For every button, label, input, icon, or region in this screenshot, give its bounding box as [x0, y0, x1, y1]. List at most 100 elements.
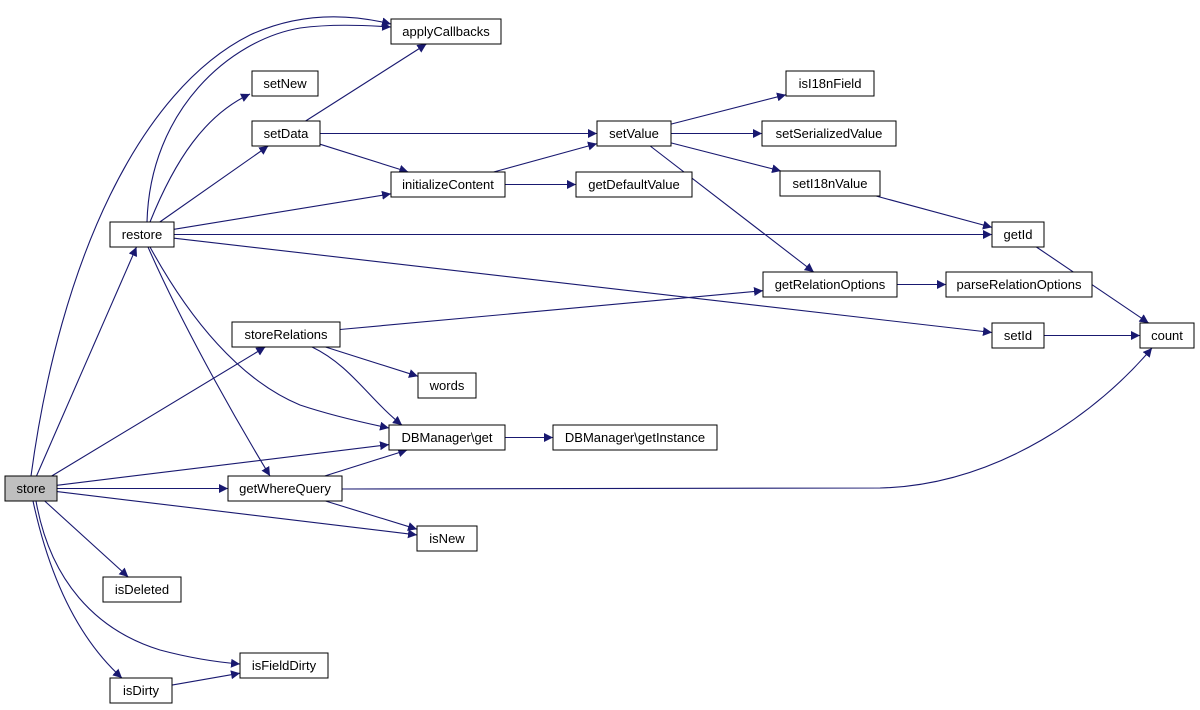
node-label-getRelationOptions: getRelationOptions — [775, 277, 886, 292]
node-isDirty[interactable]: isDirty — [109, 677, 173, 704]
edge-restore-to-setData — [159, 145, 269, 223]
node-box-getWhereQuery[interactable] — [227, 475, 343, 502]
nodes: store restore applyCallbacks setNew setData i… — [4, 18, 1195, 704]
edge-store-to-isNew — [56, 491, 418, 539]
node-label-setData: setData — [264, 126, 310, 141]
node-label-restore: restore — [122, 227, 162, 242]
edge-store-to-restore — [35, 246, 138, 477]
node-label-dbGet: DBManager\get — [401, 430, 492, 445]
node-label-parseRelationOptions: parseRelationOptions — [956, 277, 1082, 292]
node-box-dbGetInstance[interactable] — [552, 424, 718, 451]
node-restore[interactable]: restore — [109, 221, 175, 248]
edge-restore-to-dbGet — [149, 246, 390, 431]
edge-getWhereQuery-to-count — [341, 347, 1153, 490]
node-box-store[interactable] — [4, 475, 58, 502]
node-box-getDefaultValue[interactable] — [575, 171, 693, 198]
node-label-storeRelations: storeRelations — [244, 327, 328, 342]
node-label-isI18nField: isI18nField — [799, 76, 862, 91]
node-isFieldDirty[interactable]: isFieldDirty — [239, 652, 329, 679]
node-label-getWhereQuery: getWhereQuery — [239, 481, 331, 496]
node-getId[interactable]: getId — [991, 221, 1045, 248]
node-box-setSerializedValue[interactable] — [761, 120, 897, 147]
edge-restore-to-getWhereQuery — [147, 246, 271, 477]
node-parseRelationOptions[interactable]: parseRelationOptions — [945, 271, 1093, 298]
node-label-store: store — [17, 481, 46, 496]
node-label-applyCallbacks: applyCallbacks — [402, 24, 490, 39]
edge-storeRelations-to-dbGet — [311, 346, 403, 426]
node-setData[interactable]: setData — [251, 120, 321, 147]
node-box-isFieldDirty[interactable] — [239, 652, 329, 679]
node-applyCallbacks[interactable]: applyCallbacks — [390, 18, 502, 45]
edge-setValue-to-isI18nField — [670, 92, 787, 125]
node-box-getId[interactable] — [991, 221, 1045, 248]
node-dbGetInstance[interactable]: DBManager\getInstance — [552, 424, 718, 451]
node-setSerializedValue[interactable]: setSerializedValue — [761, 120, 897, 147]
node-label-dbGetInstance: DBManager\getInstance — [565, 430, 705, 445]
node-box-words[interactable] — [417, 372, 477, 399]
node-box-setValue[interactable] — [596, 120, 672, 147]
node-label-count: count — [1151, 328, 1183, 343]
node-box-setI18nValue[interactable] — [779, 170, 881, 197]
node-isNew[interactable]: isNew — [416, 525, 478, 552]
node-box-restore[interactable] — [109, 221, 175, 248]
node-dbGet[interactable]: DBManager\get — [388, 424, 506, 451]
edge-store-to-dbGet — [56, 441, 390, 486]
edge-isDirty-to-isFieldDirty — [171, 670, 241, 686]
edge-setData-to-applyCallbacks — [305, 43, 427, 122]
node-label-setValue: setValue — [609, 126, 659, 141]
edge-setValue-to-setI18nValue — [670, 142, 782, 174]
node-label-isNew: isNew — [429, 531, 465, 546]
node-box-isDeleted[interactable] — [102, 576, 182, 603]
edge-getWhereQuery-to-isNew — [325, 500, 418, 531]
node-box-setId[interactable] — [991, 322, 1045, 349]
node-label-setId: setId — [1004, 328, 1032, 343]
node-isI18nField[interactable]: isI18nField — [785, 70, 875, 97]
edge-restore-to-setId — [173, 237, 993, 336]
edge-setData-to-initializeContent — [319, 143, 409, 174]
node-box-setData[interactable] — [251, 120, 321, 147]
node-box-dbGet[interactable] — [388, 424, 506, 451]
node-label-words: words — [429, 378, 465, 393]
node-isDeleted[interactable]: isDeleted — [102, 576, 182, 603]
node-box-isDirty[interactable] — [109, 677, 173, 704]
edge-initializeContent-to-setValue — [493, 141, 598, 173]
node-count[interactable]: count — [1139, 322, 1195, 349]
node-label-isFieldDirty: isFieldDirty — [252, 658, 317, 673]
node-box-applyCallbacks[interactable] — [390, 18, 502, 45]
edge-restore-to-setNew — [149, 93, 251, 223]
node-box-initializeContent[interactable] — [390, 171, 506, 198]
node-setId[interactable]: setId — [991, 322, 1045, 349]
node-label-isDeleted: isDeleted — [115, 582, 169, 597]
node-words[interactable]: words — [417, 372, 477, 399]
node-setI18nValue[interactable]: setI18nValue — [779, 170, 881, 197]
node-label-getDefaultValue: getDefaultValue — [588, 177, 680, 192]
node-getDefaultValue[interactable]: getDefaultValue — [575, 171, 693, 198]
node-label-setSerializedValue: setSerializedValue — [776, 126, 883, 141]
node-label-setI18nValue: setI18nValue — [793, 176, 868, 191]
node-label-setNew: setNew — [263, 76, 307, 91]
node-box-setNew[interactable] — [251, 70, 319, 97]
edge-store-to-applyCallbacks — [30, 16, 392, 477]
node-box-count[interactable] — [1139, 322, 1195, 349]
node-setValue[interactable]: setValue — [596, 120, 672, 147]
node-getRelationOptions[interactable]: getRelationOptions — [762, 271, 898, 298]
node-box-parseRelationOptions[interactable] — [945, 271, 1093, 298]
edge-store-to-isDeleted — [44, 500, 129, 578]
node-setNew[interactable]: setNew — [251, 70, 319, 97]
node-box-isNew[interactable] — [416, 525, 478, 552]
node-getWhereQuery[interactable]: getWhereQuery — [227, 475, 343, 502]
node-box-isI18nField[interactable] — [785, 70, 875, 97]
edge-storeRelations-to-getRelationOptions — [339, 287, 764, 331]
edge-setValue-to-getRelationOptions — [649, 145, 815, 273]
edge-restore-to-applyCallbacks — [146, 21, 392, 223]
node-label-initializeContent: initializeContent — [402, 177, 494, 192]
edge-store-to-isFieldDirty — [35, 500, 241, 668]
node-label-getId: getId — [1004, 227, 1033, 242]
node-storeRelations[interactable]: storeRelations — [231, 321, 341, 348]
node-store[interactable]: store — [4, 475, 58, 502]
node-box-storeRelations[interactable] — [231, 321, 341, 348]
edges — [30, 16, 1153, 686]
node-box-getRelationOptions[interactable] — [762, 271, 898, 298]
node-initializeContent[interactable]: initializeContent — [390, 171, 506, 198]
